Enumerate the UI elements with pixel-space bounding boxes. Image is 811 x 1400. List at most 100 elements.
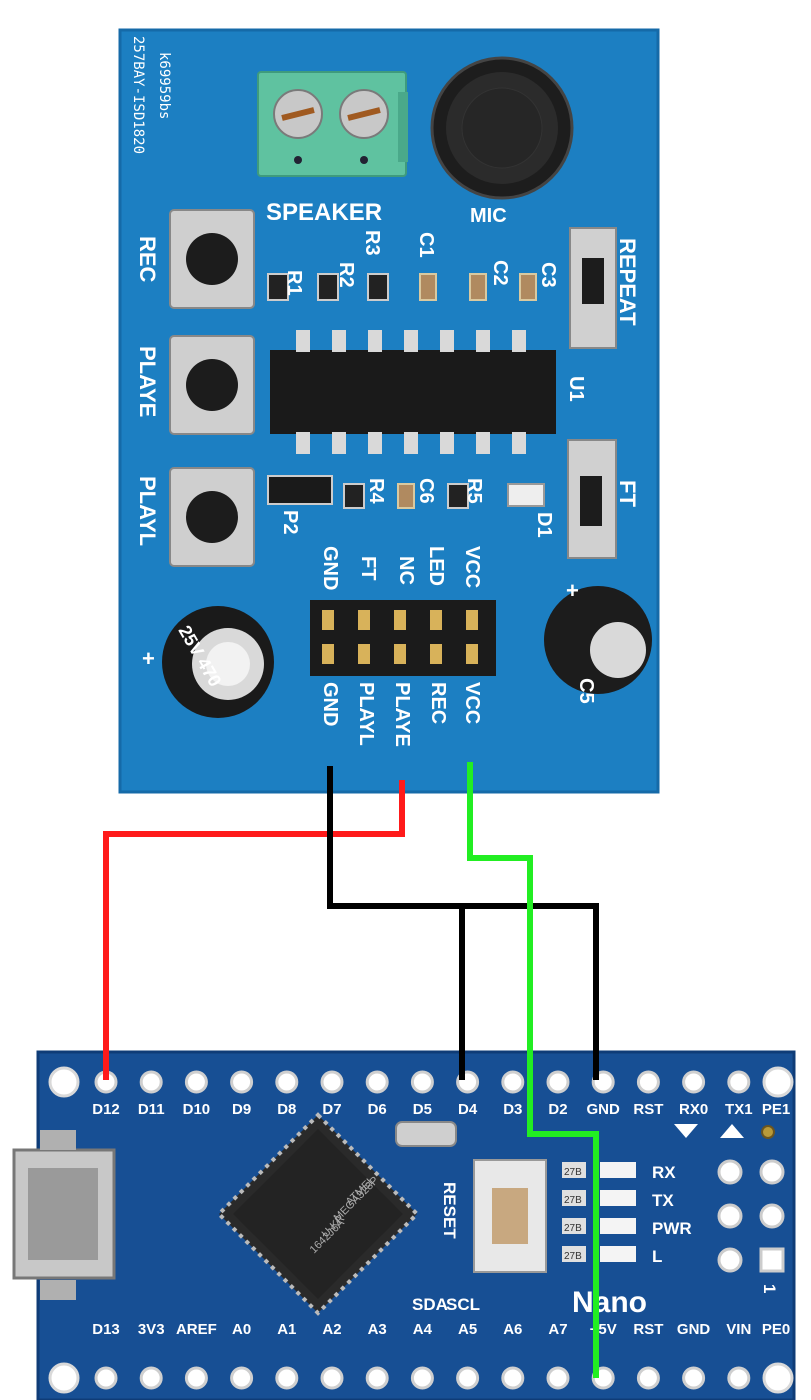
pin-label: D6 — [368, 1101, 387, 1118]
pin-pad — [546, 1366, 570, 1390]
pin-label: VIN — [726, 1321, 751, 1338]
reset-button[interactable] — [473, 1159, 547, 1273]
electrolytic-capacitor-large — [162, 606, 274, 718]
tx-arrow-icon — [720, 1124, 744, 1138]
pin-label: TX1 — [725, 1101, 753, 1118]
pin-label: D9 — [232, 1101, 251, 1118]
mic-label: MIC — [470, 205, 507, 227]
pin-header — [310, 600, 496, 676]
led-label: TX — [652, 1191, 674, 1210]
r5-label: R5 — [463, 478, 485, 504]
pin-label: AREF — [176, 1321, 217, 1338]
pin-label: D11 — [138, 1101, 165, 1118]
led-label: RX — [652, 1163, 676, 1182]
jumper-p2[interactable] — [267, 475, 333, 505]
pin-pad — [184, 1366, 208, 1390]
pin-pad — [682, 1366, 706, 1390]
ft-label: FT — [615, 480, 640, 507]
ft-switch[interactable] — [567, 439, 617, 559]
repeat-label: REPEAT — [615, 238, 640, 326]
arduino-nano: ATMEL MEGA328P U-KR 1642J6A RESET 27B 27… — [12, 1050, 796, 1400]
status-leds — [562, 1162, 636, 1262]
pin-pad — [410, 1070, 434, 1094]
c3-label: C3 — [537, 262, 559, 288]
pin-label: RX0 — [679, 1101, 708, 1118]
pin-label: A1 — [277, 1321, 296, 1338]
isd1820-module: 257BAY-ISD1820 k69959bs SPEAKER MIC — [118, 28, 660, 794]
led-d1 — [507, 483, 545, 507]
c2-label: C2 — [489, 260, 511, 286]
isd1820-chip — [270, 330, 556, 454]
r1-label: R1 — [283, 270, 305, 296]
module-part-text: 257BAY-ISD1820 — [130, 36, 146, 154]
red-wire — [103, 780, 405, 1080]
pin-pad — [320, 1366, 344, 1390]
pin-pad — [501, 1366, 525, 1390]
rec-button-label: REC — [135, 236, 160, 283]
pin-pad — [546, 1070, 570, 1094]
microphone — [430, 56, 574, 200]
pin-label: D3 — [503, 1101, 522, 1118]
pin-label: A2 — [322, 1321, 341, 1338]
playl-button-label: PLAYL — [135, 476, 160, 546]
playl-button[interactable] — [169, 467, 255, 567]
pin-pad — [727, 1070, 751, 1094]
r4-label: R4 — [365, 478, 387, 504]
header-top-label: LED — [425, 546, 447, 586]
pin-label: A3 — [368, 1321, 387, 1338]
pin-pad — [275, 1366, 299, 1390]
c6-label: C6 — [415, 478, 437, 504]
pin-pad — [365, 1366, 389, 1390]
header-bottom-label: REC — [427, 682, 449, 724]
nano-title: Nano — [572, 1286, 647, 1319]
pin-pad — [139, 1366, 163, 1390]
c1-label: C1 — [415, 232, 437, 258]
header-top-label: GND — [319, 546, 341, 590]
pin-label: D13 — [92, 1321, 120, 1338]
smd-code: 27B — [564, 1223, 582, 1234]
header-top-label: NC — [395, 556, 417, 585]
pin-label: RST — [633, 1321, 663, 1338]
playe-button[interactable] — [169, 335, 255, 435]
header-top-label: FT — [357, 556, 379, 580]
green-wire — [467, 762, 599, 1378]
pin-label: GND — [587, 1101, 621, 1118]
pin-pad — [230, 1070, 254, 1094]
pin-label: D8 — [277, 1101, 296, 1118]
smd-code: 27B — [564, 1195, 582, 1206]
pin-label: A7 — [548, 1321, 567, 1338]
pin-pad — [230, 1366, 254, 1390]
c5-label: C5 — [575, 678, 597, 704]
svg-text:+: + — [142, 646, 155, 671]
pin-pad — [727, 1366, 751, 1390]
smd-code: 27B — [564, 1251, 582, 1262]
rx-arrow-icon — [674, 1124, 698, 1138]
rec-button[interactable] — [169, 209, 255, 309]
pin-label: A4 — [413, 1321, 433, 1338]
usb-connector[interactable] — [12, 1130, 116, 1300]
pin-pad — [636, 1366, 660, 1390]
led-label: PWR — [652, 1219, 692, 1238]
repeat-switch[interactable] — [569, 227, 617, 349]
reset-label: RESET — [440, 1182, 459, 1239]
smd-components — [267, 273, 537, 301]
header-top-label: VCC — [461, 546, 483, 588]
pin-pad — [365, 1070, 389, 1094]
p2-label: P2 — [279, 510, 301, 534]
pin-pad — [275, 1070, 299, 1094]
pin-pad — [94, 1366, 118, 1390]
pin-label: A5 — [458, 1321, 477, 1338]
pin-label: D10 — [183, 1101, 211, 1118]
speaker-terminal — [257, 71, 408, 177]
pin-pad — [501, 1070, 525, 1094]
electrolytic-capacitor-small — [544, 586, 652, 694]
pin-label: D4 — [458, 1101, 478, 1118]
led-label: L — [652, 1247, 662, 1266]
header-bottom-label: PLAYE — [391, 682, 413, 747]
crystal — [395, 1121, 457, 1147]
pin-one-label: 1 — [760, 1284, 779, 1293]
wires — [103, 762, 599, 1378]
d1-label: D1 — [533, 512, 555, 538]
